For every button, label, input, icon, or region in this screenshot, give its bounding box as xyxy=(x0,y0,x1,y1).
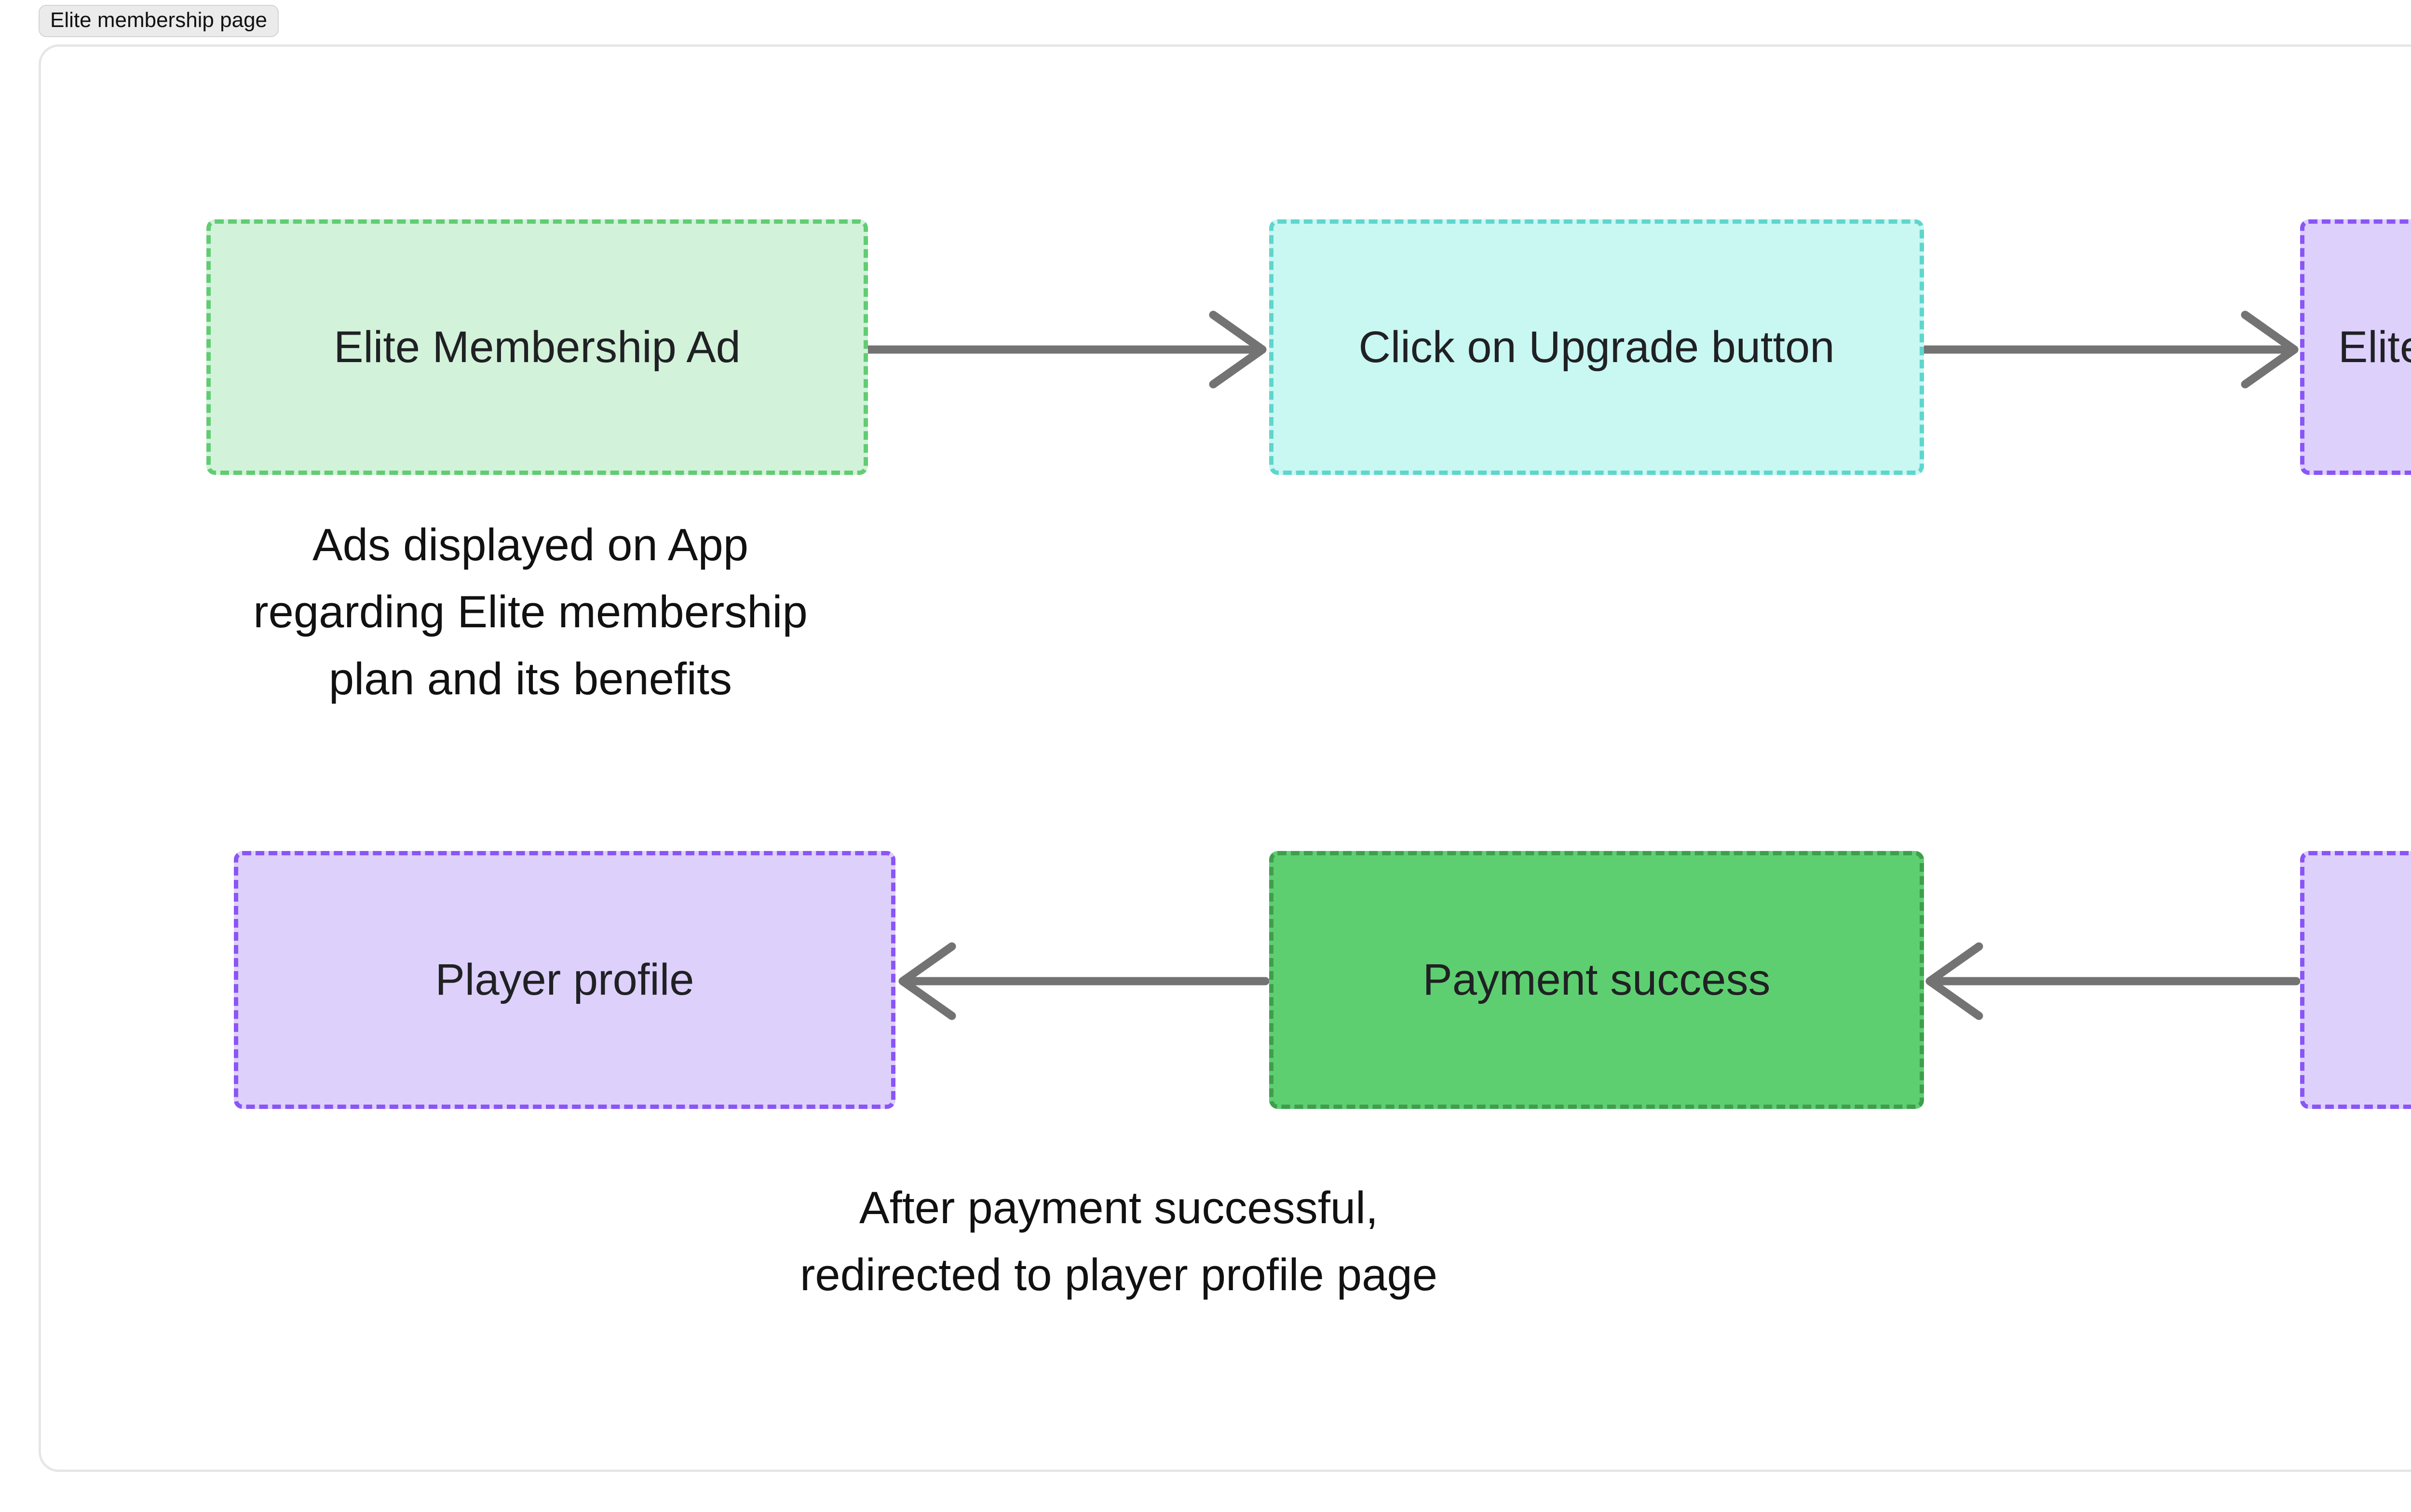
node-label: Click on Upgrade button xyxy=(1358,322,1835,372)
node-click-on-upgrade-button[interactable]: Click on Upgrade button xyxy=(1269,219,1924,475)
node-payment-success[interactable]: Payment success xyxy=(1269,851,1924,1109)
page-title-chip: Elite membership page xyxy=(39,5,279,37)
caption-redirect-description: After payment successful, redirected to … xyxy=(799,1182,1437,1300)
node-label: Payment success xyxy=(1422,955,1771,1005)
node-player-profile[interactable]: Player profile xyxy=(234,851,895,1109)
node-label: Elite Membership Ad xyxy=(334,322,741,372)
node-label: Elite Membership Plan details xyxy=(2338,322,2411,372)
caption-ads-description: Ads displayed on App regarding Elite mem… xyxy=(253,519,808,704)
node-elite-membership-plan-details[interactable]: Elite Membership Plan details xyxy=(2300,219,2411,475)
node-elite-membership-ad[interactable]: Elite Membership Ad xyxy=(206,219,868,475)
node-label: Player profile xyxy=(435,955,694,1005)
node-checkout-page[interactable]: Checkout page xyxy=(2300,851,2411,1109)
